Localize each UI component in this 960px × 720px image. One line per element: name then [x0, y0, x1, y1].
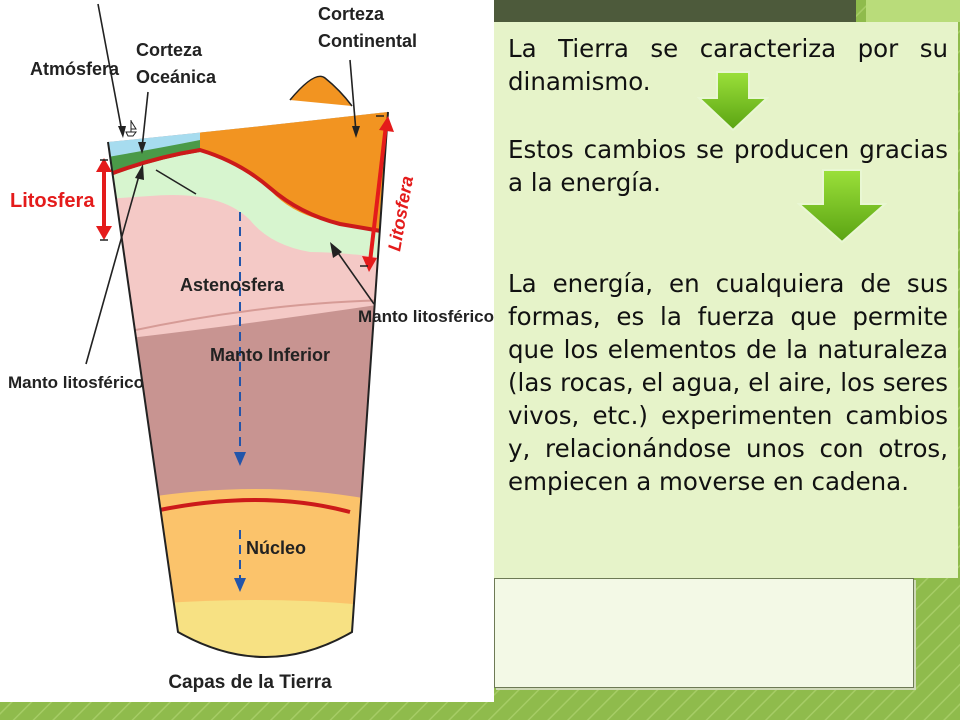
diagram-caption: Capas de la Tierra [168, 672, 332, 693]
inner-core-layer [108, 600, 388, 657]
label-manto-litosferico-right: Manto litosférico [358, 307, 494, 326]
paragraph-energia: La energía, en cualquiera de sus formas,… [508, 269, 948, 496]
label-manto-inferior: Manto Inferior [210, 345, 330, 365]
paragraph-cambios: Estos cambios se producen gracias a la e… [508, 135, 948, 197]
green-down-arrow-icon [697, 71, 769, 132]
green-down-arrow-icon [797, 169, 887, 244]
label-litosfera-left: Litosfera [10, 190, 95, 212]
label-corteza-oceanica-1: Corteza [136, 40, 203, 60]
earth-layers-diagram: Atmósfera Corteza Oceánica Corteza Conti… [8, 3, 494, 658]
paragraph-dinamismo: La Tierra se caracteriza por su dinamism… [508, 34, 948, 96]
label-corteza-continental-2: Continental [318, 31, 417, 51]
label-litosfera-right: Litosfera [384, 174, 417, 252]
top-dark-strip [494, 0, 856, 22]
label-astenosfera: Astenosfera [180, 275, 285, 295]
top-light-strip [866, 0, 960, 22]
label-nucleo: Núcleo [246, 538, 306, 558]
label-corteza-oceanica-2: Oceánica [136, 67, 217, 87]
mountain-peak [289, 75, 353, 107]
label-corteza-continental-1: Corteza [318, 4, 385, 24]
label-atmosfera: Atmósfera [30, 59, 120, 79]
label-manto-litosferico-left: Manto litosférico [8, 373, 144, 392]
content-frame [494, 578, 914, 688]
